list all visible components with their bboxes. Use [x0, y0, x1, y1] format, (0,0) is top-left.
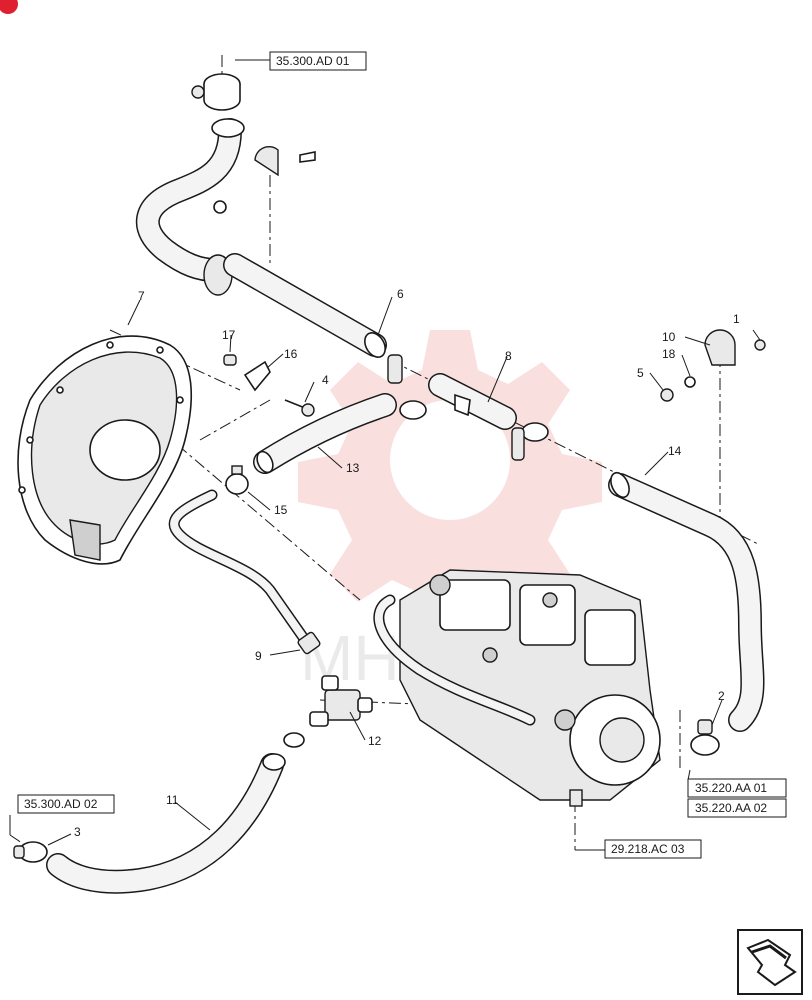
callout-10: 10 [662, 330, 676, 344]
ref-text-right-2: 35.220.AA 02 [695, 801, 767, 815]
callout-labels: 1 2 3 4 5 6 7 8 9 10 11 12 13 14 15 16 1… [74, 287, 740, 839]
part-12-elbow [309, 675, 373, 727]
ref-text-top: 35.300.AD 01 [276, 54, 350, 68]
callout-12: 12 [368, 734, 382, 748]
callout-13: 13 [346, 461, 360, 475]
upper-hose [135, 118, 245, 296]
part-8-tee [387, 354, 549, 461]
upper-bracket [213, 146, 316, 214]
callout-9: 9 [255, 649, 262, 663]
callout-1: 1 [733, 312, 740, 326]
callout-3: 3 [74, 825, 81, 839]
callout-17: 17 [222, 328, 236, 342]
part-14-hose [608, 471, 765, 732]
front-direction-arrow-icon [737, 929, 803, 995]
ref-box-left: 35.300.AD 02 [17, 794, 115, 814]
callout-6: 6 [397, 287, 404, 301]
part-7-housing-plate [17, 335, 193, 565]
top-clamp [191, 73, 241, 111]
ref-text-bottom: 29.218.AC 03 [611, 842, 685, 856]
callout-7: 7 [138, 289, 145, 303]
hydraulic-pump [373, 569, 661, 807]
callout-15: 15 [274, 503, 288, 517]
callout-5: 5 [637, 366, 644, 380]
part-15-clamp [225, 465, 249, 495]
part-6-tube [223, 253, 387, 358]
hardware-group-left [223, 354, 315, 417]
callout-11: 11 [166, 793, 179, 807]
hardware-group-right [660, 329, 766, 402]
ref-box-top: 35.300.AD 01 [269, 51, 367, 71]
callout-18: 18 [662, 347, 676, 361]
part-13-hose [253, 393, 397, 474]
callout-14: 14 [668, 444, 682, 458]
callout-16: 16 [284, 347, 298, 361]
ref-box-bottom: 29.218.AC 03 [604, 839, 702, 859]
part-2-clamp [690, 719, 720, 756]
callout-2: 2 [718, 689, 725, 703]
leader-lines [9, 59, 761, 851]
part-3-clamp [13, 841, 48, 863]
part-11-hose [46, 732, 305, 894]
ref-text-right-1: 35.220.AA 01 [695, 781, 767, 795]
callout-4: 4 [322, 373, 329, 387]
ref-box-right: 35.220.AA 01 35.220.AA 02 [687, 778, 787, 818]
ref-text-left: 35.300.AD 02 [24, 797, 98, 811]
part-9-line [168, 489, 321, 655]
brand-badge-icon [0, 0, 18, 14]
callout-8: 8 [505, 349, 512, 363]
